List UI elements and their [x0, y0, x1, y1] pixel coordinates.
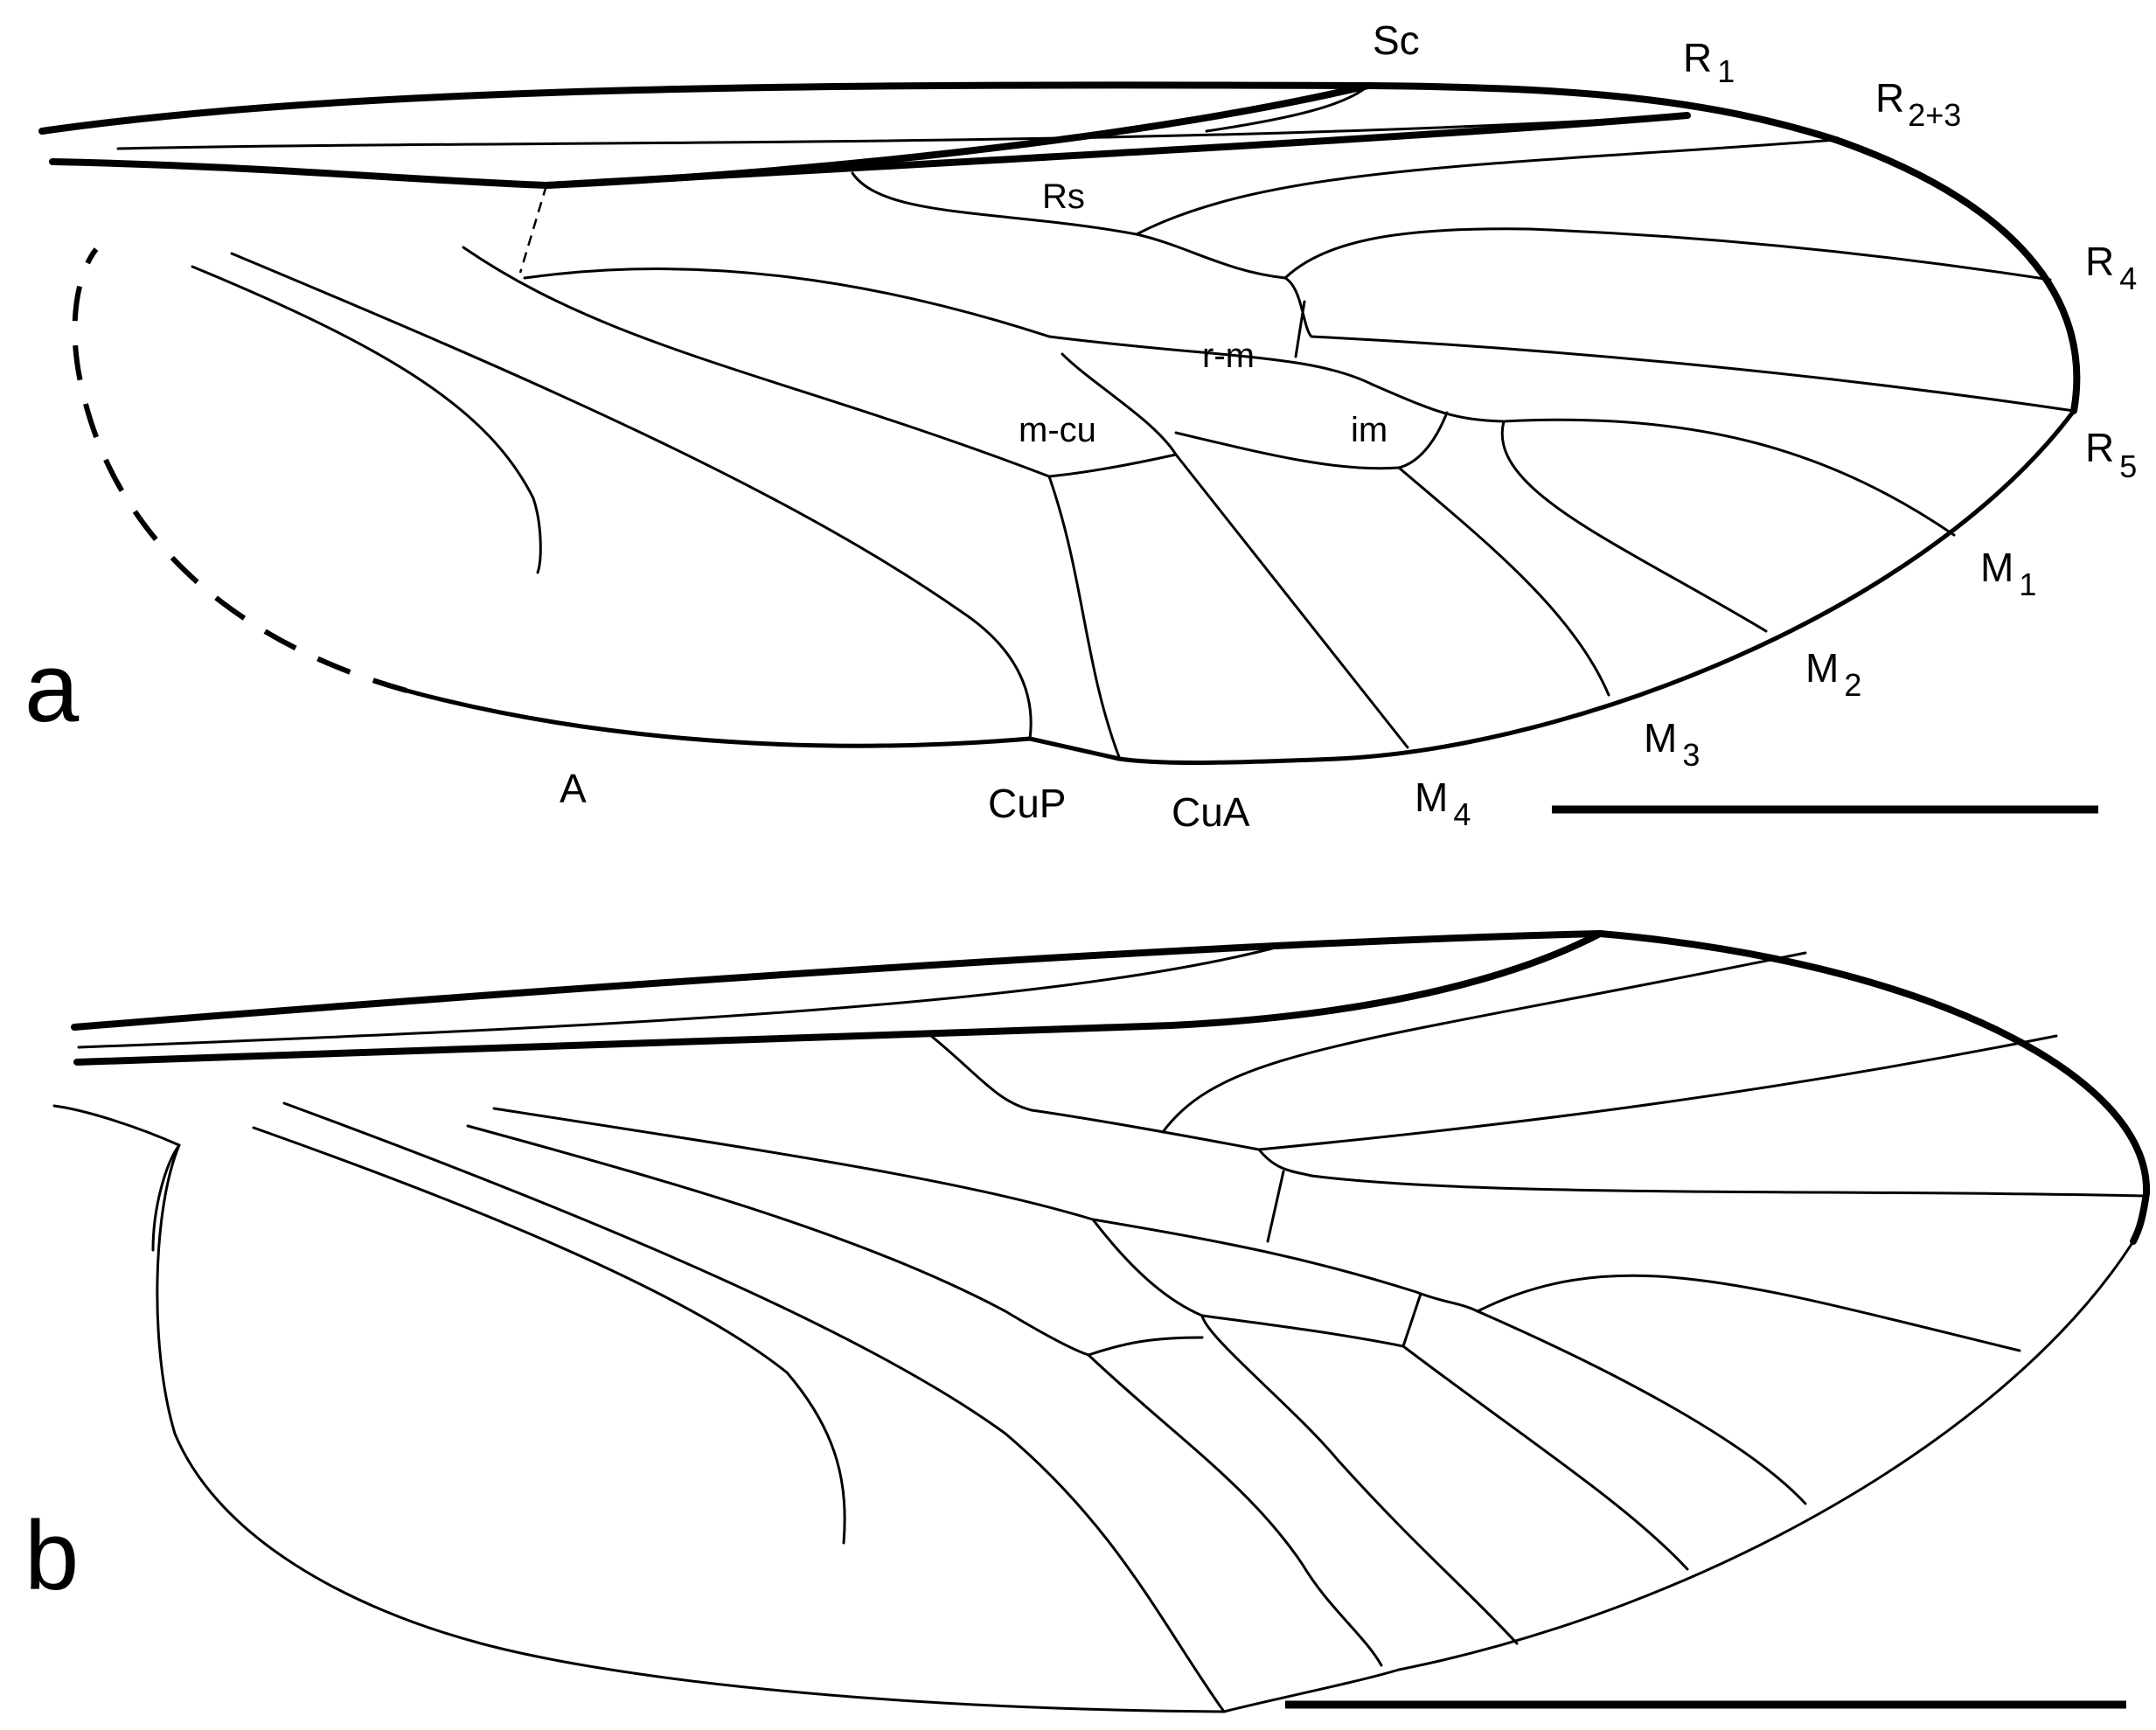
wing-a-m-stem: [523, 267, 1506, 423]
wing-a-anal: [191, 265, 542, 574]
wing-a-rs: [851, 171, 1287, 280]
wing-b-m-stem: [492, 1107, 1479, 1313]
wing-a-m4: [1174, 453, 1409, 749]
wing-a-sc-end: [1205, 84, 1370, 133]
wing-b-r23: [1161, 951, 1807, 1134]
wing-b-a2: [151, 1143, 181, 1252]
label-im: im: [1351, 411, 1387, 449]
wing-b-r1: [77, 947, 1274, 1049]
wing-a-im: [1397, 411, 1449, 469]
wing-b-m4: [1200, 1314, 1519, 1645]
wing-b-m3: [1401, 1344, 1689, 1571]
label-cup: CuP: [988, 781, 1066, 826]
wing-b-m-lower: [1200, 1314, 1405, 1348]
wing-a-mcu: [1061, 352, 1178, 456]
label-cua: CuA: [1172, 789, 1250, 835]
wing-a-r1-inner: [116, 114, 1689, 150]
wing-b-rm: [1266, 1170, 1285, 1243]
label-sc: Sc: [1373, 17, 1420, 63]
wing-b-apex: [1596, 930, 2151, 1245]
wing-a-m2: [1500, 420, 1768, 633]
label-a: A: [560, 766, 587, 811]
wing-b-cua-connect: [1087, 1336, 1204, 1357]
wing-b-costa: [71, 930, 1603, 1031]
wing-b: b: [24, 930, 2151, 1713]
wing-b-m1: [1476, 1274, 2021, 1352]
wing-b-cu-stem: [466, 1124, 1090, 1357]
wing-a-posterior-margin: [404, 408, 2076, 766]
wing-a-r4: [1283, 227, 2052, 281]
wing-a-r1: [543, 112, 1691, 189]
label-rm: r-m: [1202, 337, 1255, 375]
wing-a-rm: [1294, 300, 1306, 358]
label-rs: Rs: [1042, 177, 1085, 216]
wing-a-r23: [1135, 138, 1838, 236]
wing-b-m2: [1476, 1310, 1807, 1505]
wing-a-missing-margin: [72, 247, 407, 693]
wing-b-sc: [73, 930, 1603, 1066]
wing-a-humeral: [518, 184, 548, 274]
wing-a-costa: [38, 81, 1840, 143]
wing-b-a1: [252, 1126, 846, 1545]
wing-b-cua: [1087, 1353, 1383, 1667]
wing-b-r4: [1257, 1034, 2058, 1151]
wing-a-cu-stem: [462, 246, 1051, 478]
wing-b-im: [1401, 1292, 1422, 1348]
wing-a-cup: [230, 252, 1033, 740]
wing-a-r5: [1283, 276, 2076, 413]
wing-b-cup: [282, 1101, 1226, 1713]
wing-b-posterior: [52, 1104, 2135, 1713]
wing-a-m1: [1502, 418, 1956, 537]
wing-b-mcu: [1091, 1218, 1204, 1317]
wing-b-rs: [929, 1034, 1261, 1151]
panel-letter-b: b: [24, 1501, 79, 1610]
wing-a-apex-margin: [1833, 136, 2081, 414]
wing-a-m3: [1397, 466, 1610, 697]
wing-a-m-lower: [1174, 431, 1401, 470]
label-mcu: m-cu: [1019, 411, 1096, 449]
wing-a-cua: [1047, 475, 1121, 759]
panel-letter-a: a: [24, 633, 80, 742]
wing-a-cua-connect: [1047, 453, 1178, 478]
wing-b-r5: [1257, 1148, 2144, 1198]
